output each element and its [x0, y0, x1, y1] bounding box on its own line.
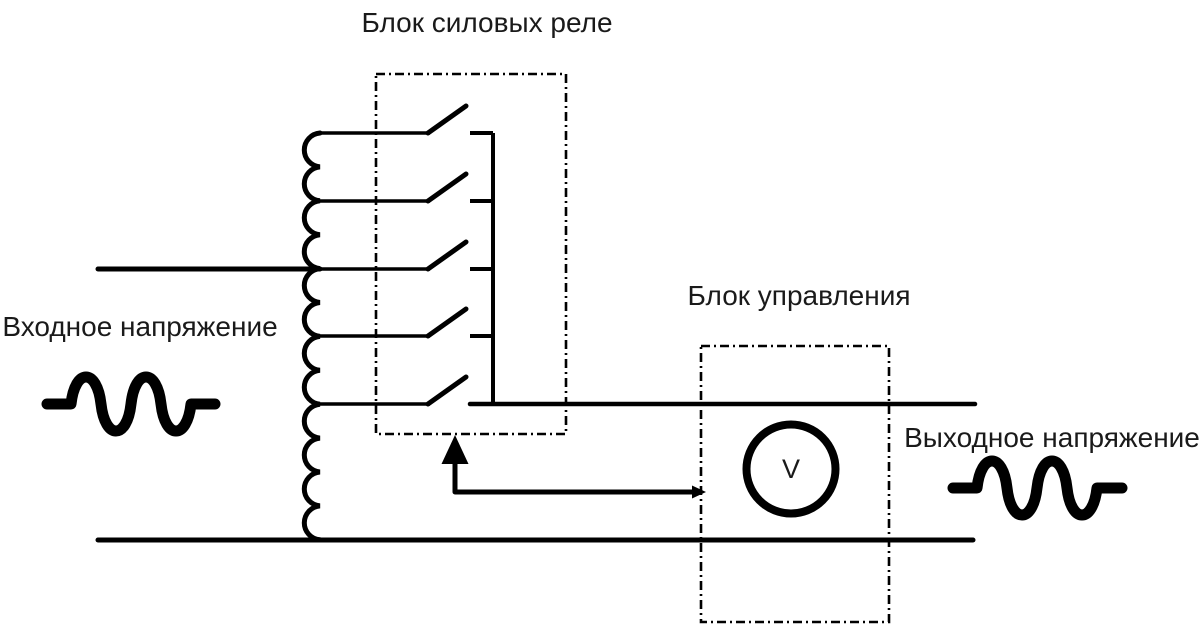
output-voltage-label: Выходное напряжение: [904, 422, 1200, 453]
feedback-line: [452, 461, 694, 495]
switch-blade: [425, 306, 469, 339]
relay-switch-3: [320, 239, 493, 272]
input-sine-wave-icon: [41, 371, 221, 437]
relay-block-title: Блок силовых реле: [361, 7, 613, 38]
switch-blade: [425, 374, 469, 407]
arrow-up-icon: [441, 435, 469, 464]
control-block-box: [699, 344, 891, 624]
transformer-coil: [301, 130, 323, 543]
relay-switch-5: [320, 374, 493, 407]
switch-blade: [425, 239, 469, 272]
voltmeter-icon: [742, 420, 840, 518]
output-sine-wave-icon: [947, 455, 1128, 521]
relay-switch-1: [320, 103, 493, 136]
control-block-title: Блок управления: [687, 280, 911, 311]
arrow-right-icon: [692, 485, 706, 499]
relay-switch-2: [320, 171, 493, 204]
relay-block-box: [374, 72, 568, 436]
voltmeter-letter: V: [782, 454, 800, 484]
input-voltage-label: Входное напряжение: [2, 311, 278, 342]
switch-blade: [425, 171, 469, 204]
relay-switch-4: [320, 306, 493, 339]
switch-blade: [425, 103, 469, 136]
